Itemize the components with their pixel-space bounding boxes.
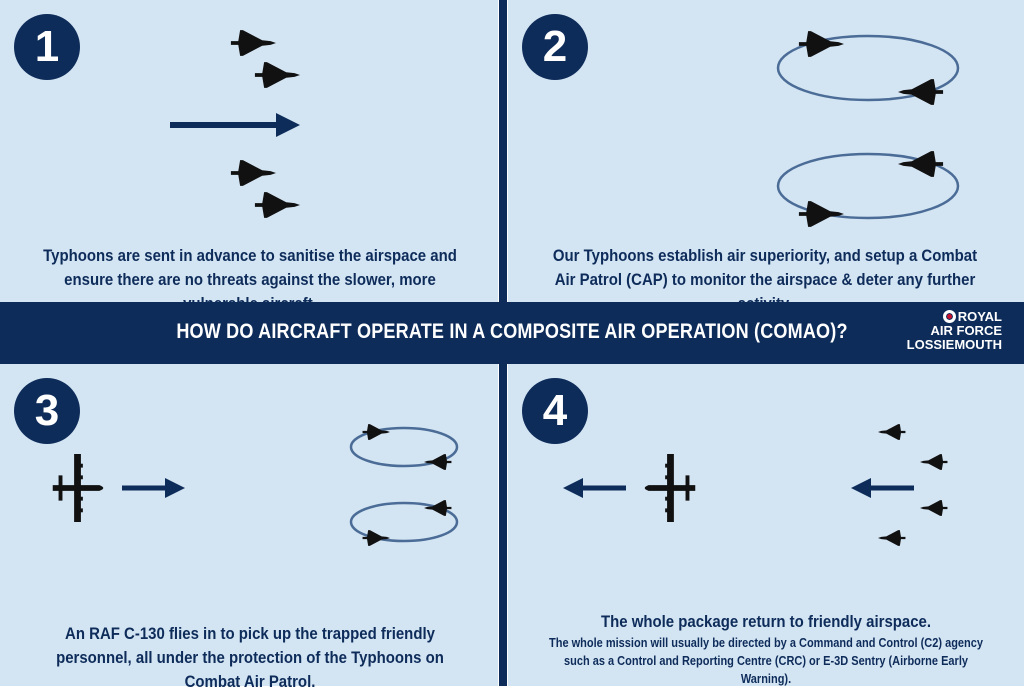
raf-lossiemouth-logo: ROYAL AIR FORCE LOSSIEMOUTH (906, 309, 1002, 352)
step-number-1: 1 (14, 14, 80, 80)
cap-orbit (776, 152, 960, 220)
c130-icon (52, 454, 104, 522)
step-4-subcaption: The whole mission will usually be direct… (549, 636, 983, 686)
step-number-4: 4 (522, 378, 588, 444)
step-3-caption: An RAF C-130 flies in to pick up the tra… (56, 624, 444, 691)
step-3-panel (0, 364, 498, 686)
step-number-3: 3 (14, 378, 80, 444)
step-2-panel (508, 0, 1024, 302)
step-2-caption: Our Typhoons establish air superiority, … (552, 246, 978, 313)
roundel-icon (942, 310, 956, 323)
c130-icon (644, 454, 696, 522)
step-1-caption: Typhoons are sent in advance to sanitise… (43, 246, 457, 313)
step-4-panel (508, 364, 1024, 686)
cap-orbit (776, 34, 960, 102)
title-band: HOW DO AIRCRAFT OPERATE IN A COMPOSITE A… (0, 302, 1024, 364)
step-number-2: 2 (522, 14, 588, 80)
step-4-caption: The whole package return to friendly air… (542, 610, 989, 688)
page-title: HOW DO AIRCRAFT OPERATE IN A COMPOSITE A… (176, 320, 848, 343)
